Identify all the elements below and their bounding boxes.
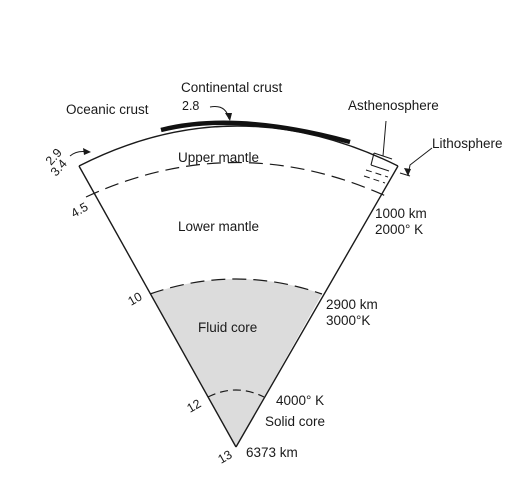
lithosphere-dash-2	[363, 175, 386, 184]
boundary-1000-depth: 1000 km	[375, 206, 427, 221]
oceanic-arrow-head	[83, 148, 91, 155]
density-12: 12	[185, 396, 204, 415]
right-radius-edge	[235, 165, 399, 448]
boundary-2900-depth: 2900 km	[326, 297, 378, 312]
inner-core-temp: 4000° K	[276, 393, 324, 408]
fluid-core-label: Fluid core	[198, 320, 257, 335]
lithosphere-arrow-head	[404, 168, 411, 176]
left-radius-edge	[78, 165, 237, 448]
oceanic-crust-label: Oceanic crust	[66, 102, 149, 117]
density-13: 13	[216, 447, 235, 466]
lithosphere-pointer	[407, 147, 433, 177]
continental-arrow-head	[225, 113, 232, 121]
continental-density-label: 2.8	[182, 99, 199, 113]
boundary-1000-temp: 2000° K	[375, 222, 423, 237]
asthenosphere-bracket-side	[370, 152, 375, 166]
lithosphere-dash-1	[365, 169, 389, 178]
boundary-2900-temp: 3000°K	[326, 313, 370, 328]
density-4-5: 4.5	[69, 200, 91, 221]
solid-core-label: Solid core	[265, 414, 325, 429]
lower-mantle-label: Lower mantle	[178, 219, 259, 234]
asthenosphere-bracket-bottom	[370, 164, 390, 172]
density-10: 10	[126, 289, 145, 308]
lithosphere-label: Lithosphere	[432, 136, 503, 151]
asthenosphere-label: Asthenosphere	[348, 98, 439, 113]
fluid-solid-core-boundary	[207, 389, 265, 398]
core-fill	[150, 279, 322, 447]
continental-crust-label: Continental crust	[181, 80, 283, 95]
mantle-core-boundary	[149, 278, 323, 295]
upper-lower-mantle-boundary	[85, 161, 389, 198]
continental-pointer	[209, 106, 230, 120]
continental-crust-band	[160, 120, 351, 145]
center-depth: 6373 km	[246, 445, 298, 460]
upper-mantle-label: Upper mantle	[178, 150, 259, 165]
surface-arc	[78, 125, 399, 167]
asthenosphere-pointer	[382, 120, 387, 157]
